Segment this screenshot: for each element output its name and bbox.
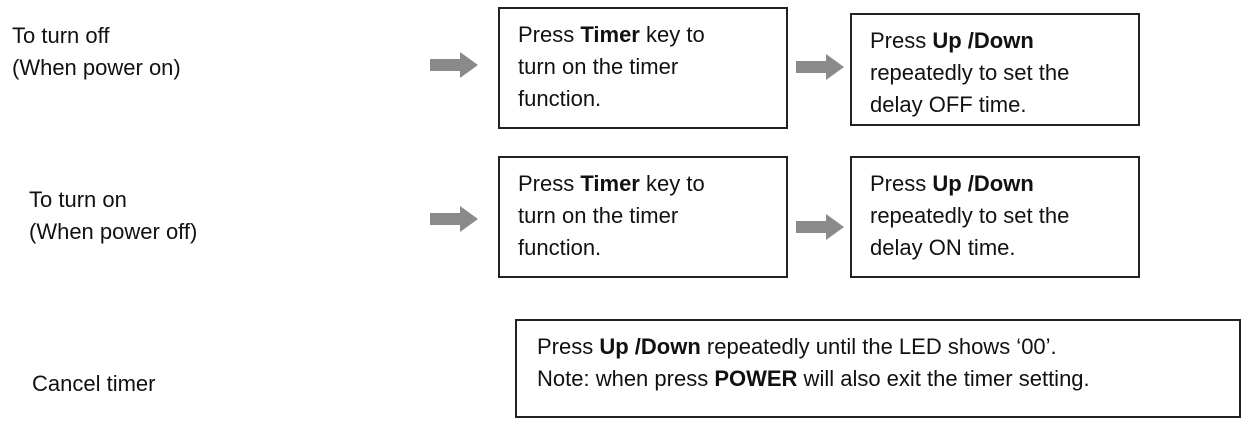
text-post: will also exit the timer setting. bbox=[797, 366, 1090, 391]
text-pre: Press bbox=[870, 28, 933, 53]
turn-off-step-1-line-2: turn on the timer bbox=[518, 54, 679, 79]
cancel-timer-box: Press Up /Down repeatedly until the LED … bbox=[515, 319, 1241, 418]
turn-on-arrow-1-icon bbox=[430, 206, 478, 232]
text-pre: Press bbox=[518, 171, 581, 196]
arrow-shape bbox=[430, 52, 478, 78]
text-pre: Press bbox=[518, 22, 581, 47]
text-pre: Press bbox=[870, 171, 933, 196]
up-down-key-label: Up /Down bbox=[932, 28, 1034, 53]
turn-on-arrow-2-icon bbox=[796, 214, 844, 240]
cancel-timer-line-1: Press Up /Down repeatedly until the LED … bbox=[537, 331, 1221, 363]
turn-off-label: To turn off (When power on) bbox=[12, 20, 181, 84]
turn-on-step-2-box: Press Up /Down repeatedly to set the del… bbox=[850, 156, 1140, 278]
up-down-key-label: Up /Down bbox=[932, 171, 1034, 196]
cancel-timer-line-2: Note: when press POWER will also exit th… bbox=[537, 363, 1221, 395]
turn-off-step-2-line-3: delay OFF time. bbox=[870, 92, 1027, 117]
turn-on-label: To turn on (When power off) bbox=[29, 184, 197, 248]
turn-on-step-1-line-2: turn on the timer bbox=[518, 203, 679, 228]
up-down-key-label: Up /Down bbox=[599, 334, 701, 359]
turn-on-step-1-line-1: Press Timer key to bbox=[518, 168, 768, 200]
turn-on-step-1-line-3: function. bbox=[518, 235, 602, 260]
timer-key-label: Timer bbox=[580, 22, 640, 47]
turn-on-condition: (When power off) bbox=[29, 219, 198, 244]
text-pre: Press bbox=[537, 334, 600, 359]
arrow-shape bbox=[796, 54, 844, 80]
timer-key-label: Timer bbox=[580, 171, 640, 196]
arrow-shape bbox=[430, 206, 478, 232]
turn-off-step-2-line-1: Press Up /Down bbox=[870, 25, 1120, 57]
text-post: repeatedly until the LED shows ‘00’. bbox=[700, 334, 1057, 359]
arrow-shape bbox=[796, 214, 844, 240]
cancel-timer-title: Cancel timer bbox=[32, 371, 156, 396]
turn-off-step-2-line-2: repeatedly to set the bbox=[870, 60, 1070, 85]
text-pre: Note: when press bbox=[537, 366, 715, 391]
turn-on-step-2-line-3: delay ON time. bbox=[870, 235, 1016, 260]
power-key-label: POWER bbox=[714, 366, 798, 391]
text-post: key to bbox=[639, 171, 705, 196]
cancel-timer-label: Cancel timer bbox=[32, 368, 155, 400]
turn-on-step-2-line-1: Press Up /Down bbox=[870, 168, 1120, 200]
turn-off-title: To turn off bbox=[12, 23, 110, 48]
turn-off-step-2-box: Press Up /Down repeatedly to set the del… bbox=[850, 13, 1140, 126]
turn-off-arrow-2-icon bbox=[796, 54, 844, 80]
turn-off-step-1-line-1: Press Timer key to bbox=[518, 19, 768, 51]
turn-on-step-1-box: Press Timer key to turn on the timer fun… bbox=[498, 156, 788, 278]
turn-off-step-1-line-3: function. bbox=[518, 86, 602, 111]
turn-off-condition: (When power on) bbox=[12, 55, 181, 80]
turn-off-arrow-1-icon bbox=[430, 52, 478, 78]
turn-on-title: To turn on bbox=[29, 187, 127, 212]
turn-off-step-1-box: Press Timer key to turn on the timer fun… bbox=[498, 7, 788, 129]
text-post: key to bbox=[639, 22, 705, 47]
turn-on-step-2-line-2: repeatedly to set the bbox=[870, 203, 1070, 228]
